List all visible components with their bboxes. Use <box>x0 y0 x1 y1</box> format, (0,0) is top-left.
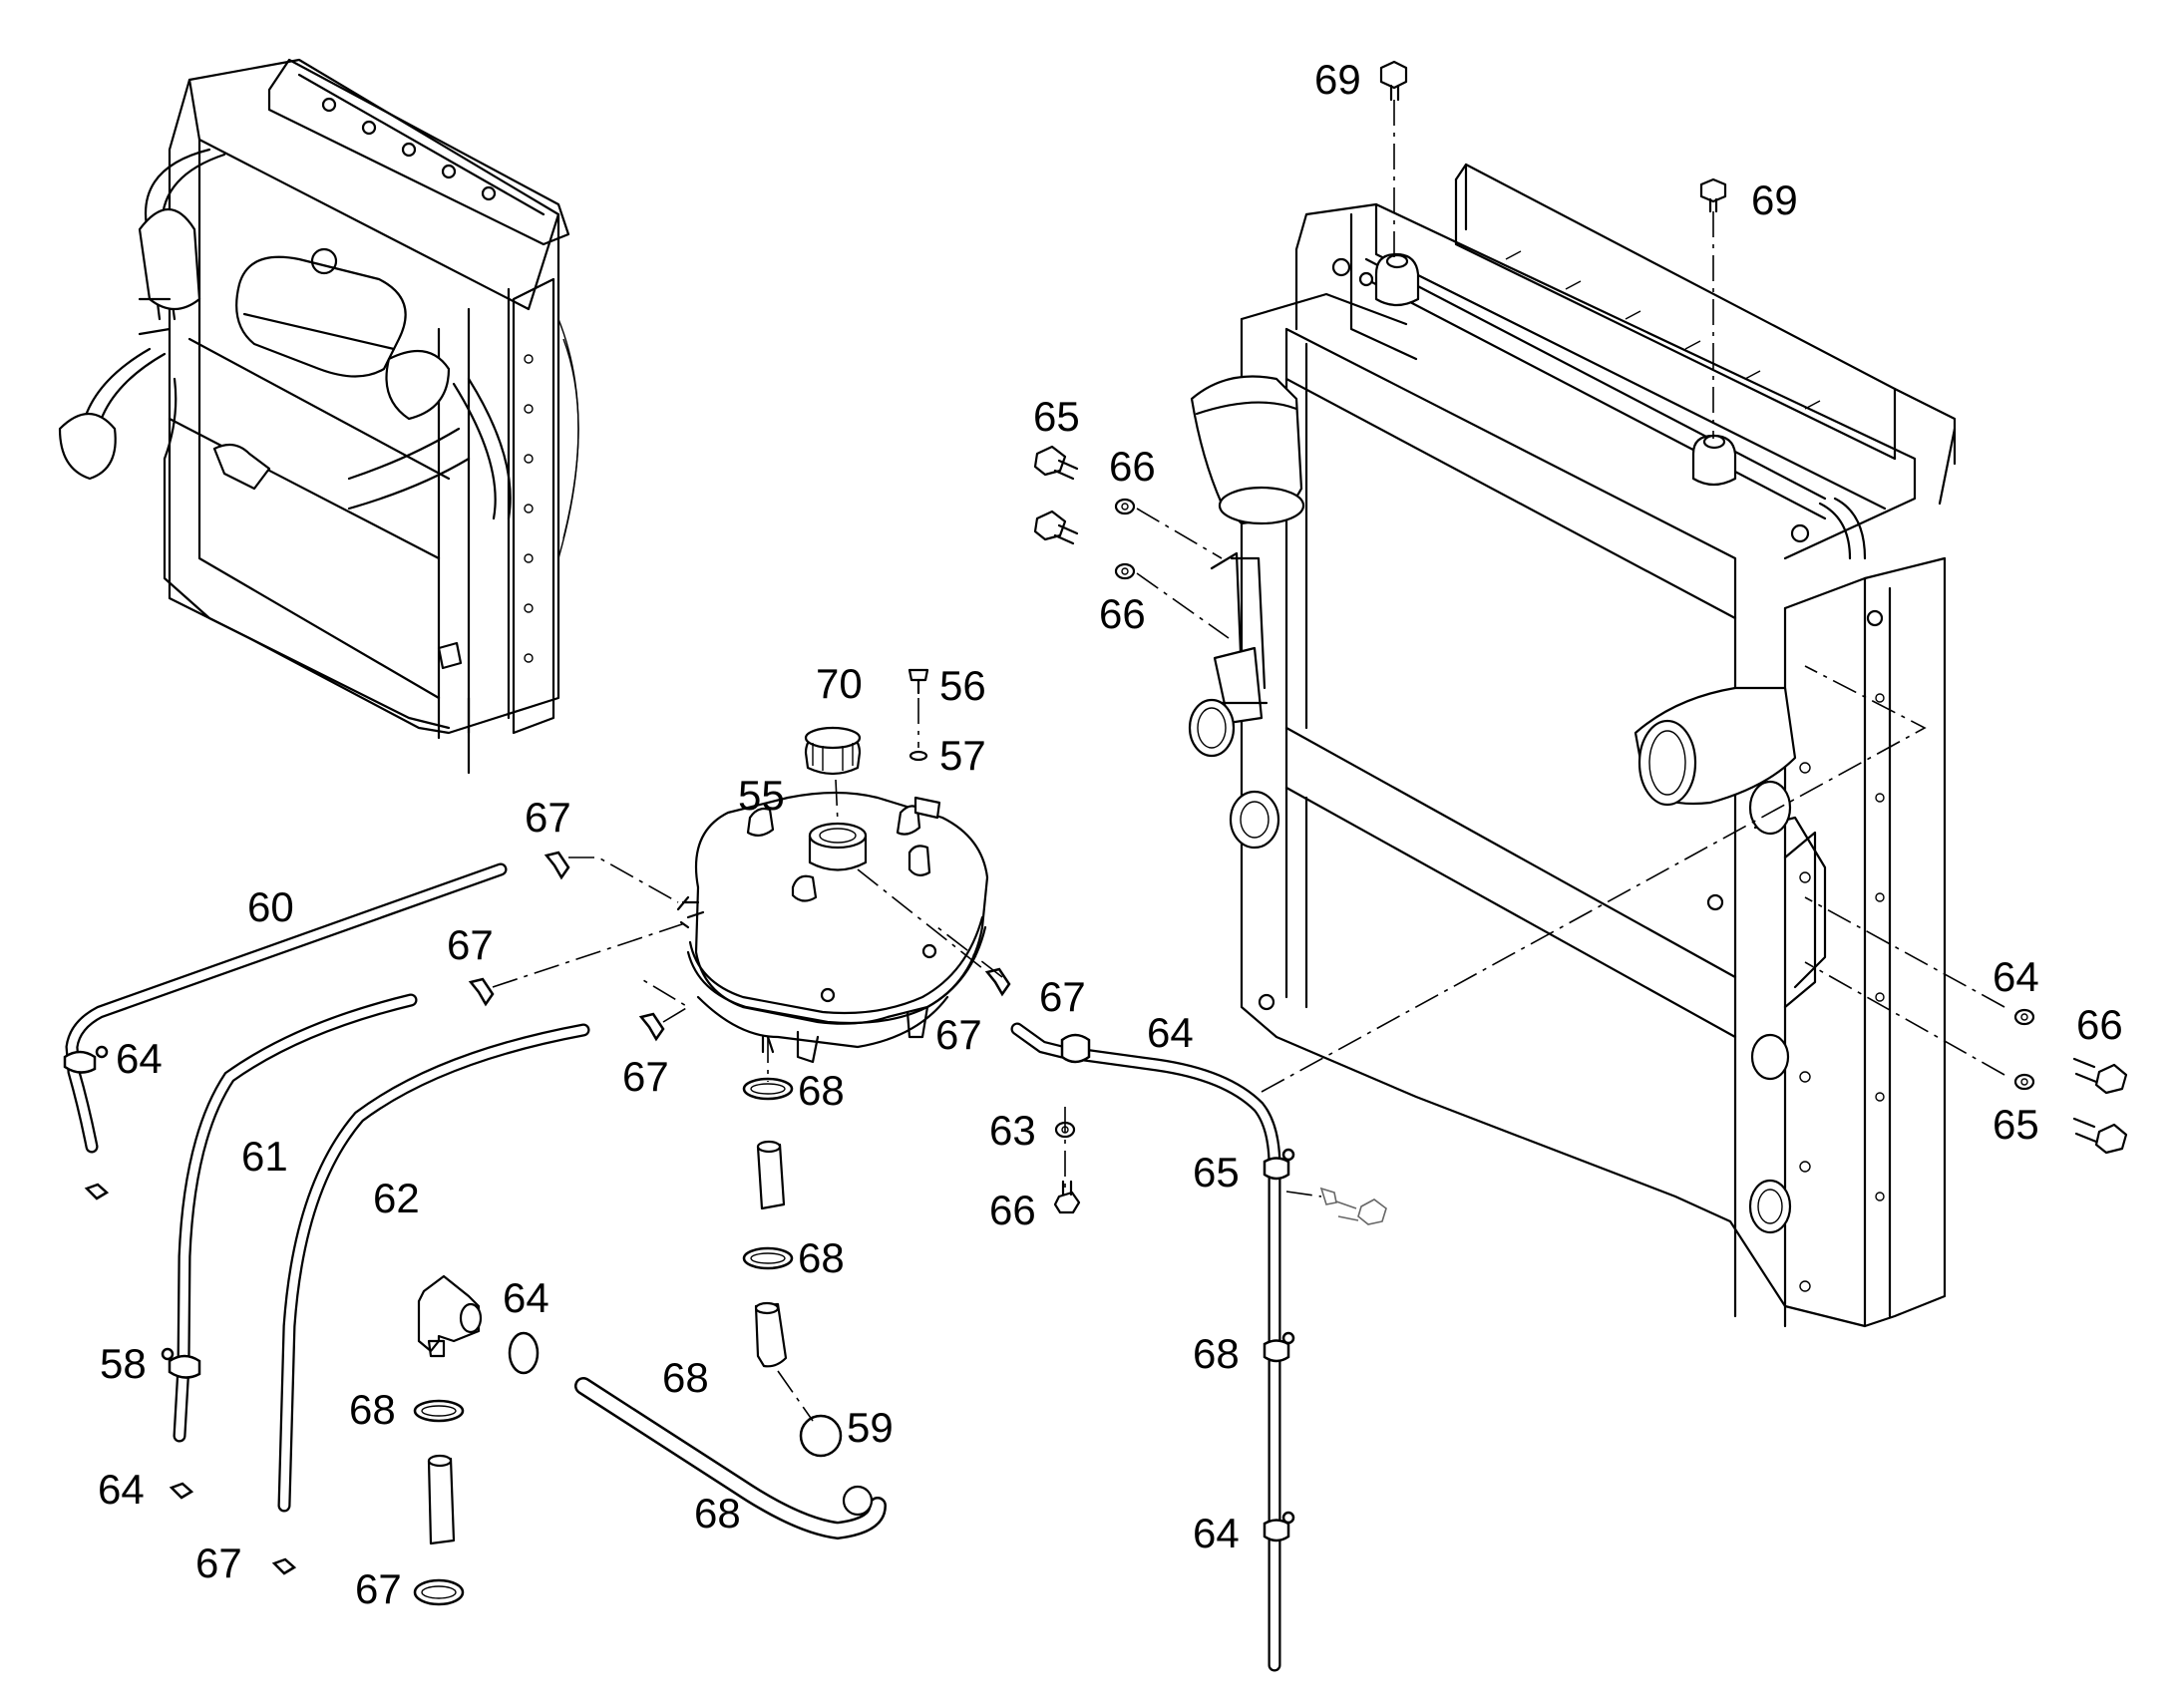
bolts-and-washers <box>1033 60 2128 1225</box>
callout-label: 58 <box>100 1340 147 1387</box>
callout-label: 67 <box>355 1565 402 1612</box>
radiator-assembly <box>1188 163 1957 1328</box>
filler-cap <box>804 726 862 776</box>
callout-label: 60 <box>247 883 294 930</box>
overview-assembly-illustration <box>58 58 579 775</box>
callout-label: 64 <box>1193 1510 1240 1556</box>
callout-label: 64 <box>1993 953 2039 1000</box>
hose-59 <box>574 1377 887 1540</box>
callout-label: 56 <box>939 662 986 709</box>
leader-lines <box>492 100 2005 1422</box>
level-sensor-screw <box>908 668 929 762</box>
callout-label: 65 <box>1193 1149 1240 1196</box>
callout-label: 70 <box>816 660 863 707</box>
callout-label: 55 <box>738 772 785 819</box>
callout-label: 66 <box>1099 590 1146 637</box>
callout-label: 68 <box>1193 1330 1240 1377</box>
callout-label: 66 <box>989 1187 1036 1233</box>
connector-tube-upper <box>754 1140 788 1368</box>
clamps <box>63 851 1295 1606</box>
callout-label: 67 <box>1039 973 1086 1020</box>
hose-63 <box>1010 1022 1281 1672</box>
callout-label: 67 <box>195 1539 242 1586</box>
hose-62 <box>277 1023 590 1513</box>
callout-label: 65 <box>1033 393 1080 440</box>
callout-label: 61 <box>241 1133 288 1180</box>
callout-label: 68 <box>662 1354 709 1401</box>
callout-label: 64 <box>98 1466 145 1513</box>
callout-label: 67 <box>525 794 571 841</box>
callout-labels: 69 69 65 66 66 70 56 57 55 67 60 67 64 6… <box>98 56 2123 1612</box>
callout-label: 63 <box>989 1107 1036 1154</box>
callout-label: 68 <box>798 1234 845 1281</box>
callout-label: 69 <box>1314 56 1361 103</box>
callout-label: 65 <box>1993 1101 2039 1148</box>
hose-61 <box>173 993 418 1443</box>
callout-label: 59 <box>847 1404 894 1451</box>
callout-label: 57 <box>939 732 986 779</box>
elbow-fitting <box>417 1274 483 1358</box>
callout-label: 64 <box>503 1274 549 1321</box>
callout-label: 68 <box>349 1386 396 1433</box>
callout-label: 62 <box>373 1175 420 1221</box>
callout-label: 68 <box>694 1490 741 1537</box>
callout-label: 64 <box>116 1035 163 1082</box>
callout-label: 67 <box>935 1011 982 1058</box>
callout-label: 69 <box>1751 176 1798 223</box>
expansion-tank <box>676 791 989 1064</box>
callout-label: 66 <box>2076 1001 2123 1048</box>
callout-label: 67 <box>622 1053 669 1100</box>
callout-label: 67 <box>447 921 494 968</box>
connector-tube-lower <box>427 1454 456 1545</box>
callout-label: 64 <box>1147 1009 1194 1056</box>
callout-label: 68 <box>798 1067 845 1114</box>
callout-label: 66 <box>1109 443 1156 490</box>
